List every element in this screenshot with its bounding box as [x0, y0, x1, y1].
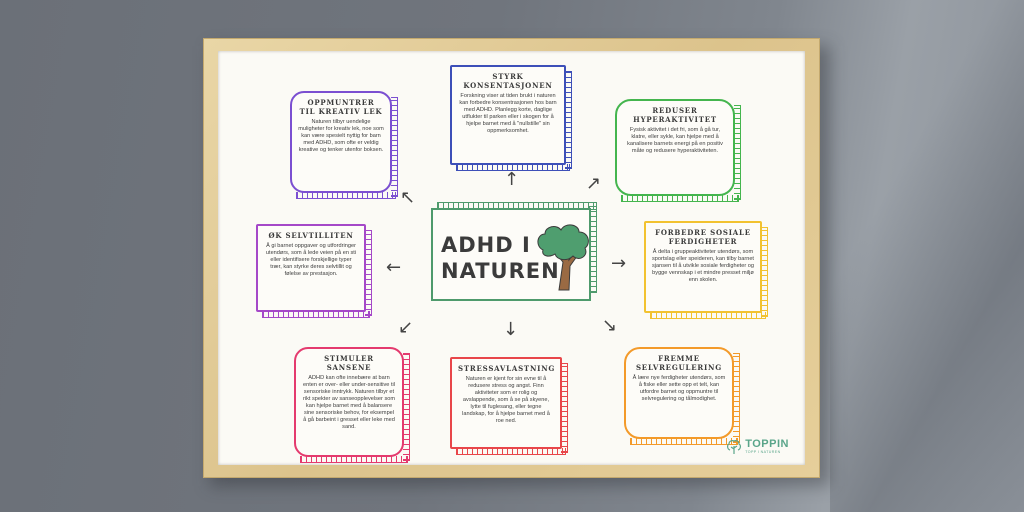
arrow-right-icon: →	[611, 253, 627, 274]
center-title-line2: NATUREN	[441, 259, 560, 283]
card-forbedre-sosiale-ferdigheter: Forbedre sosiale ferdigheter Å delta i g…	[644, 221, 768, 319]
card-ok-selvtilliten: Øk selvtilliten Å gi barnet oppgaver og …	[256, 224, 372, 318]
card-body: Forskning viser at tiden brukt i naturen…	[459, 93, 557, 134]
card-kreativ-lek: Oppmuntrer til kreativ lek Naturen tilby…	[290, 91, 398, 199]
wall-shadow	[830, 0, 1024, 512]
tree-icon	[537, 224, 589, 291]
card-title: Oppmuntrer til kreativ lek	[299, 98, 383, 116]
card-body: ADHD kan ofte innebære at barn enten er …	[302, 375, 396, 430]
card-title: Øk selvtilliten	[268, 231, 354, 240]
arrow-up-left-icon: ↖	[400, 187, 416, 208]
logo-tagline: TOPP I NATUREN	[745, 450, 781, 454]
center-title-line1: ADHD I	[441, 233, 531, 257]
card-title: Stressavlastning	[458, 364, 556, 373]
card-body: Å delta i gruppeaktiviteter utendørs, so…	[652, 249, 754, 283]
arrow-up-icon: ↑	[504, 169, 520, 190]
arrow-down-left-icon: ↙	[398, 317, 414, 338]
card-title: Fremme selvregulering	[635, 354, 723, 372]
logo-name: TOPPIN	[745, 438, 789, 450]
center-title: ADHD I NATUREN	[441, 232, 560, 284]
card-fremme-selvregulering: Fremme selvregulering Å lære nye ferdigh…	[624, 347, 740, 445]
card-styrk-konsentrasjonen: Styrk konsentasjonen Forskning viser at …	[450, 65, 572, 171]
card-body: Å lære nye ferdigheter utendørs, som å f…	[632, 375, 726, 402]
toppin-logo: TOPPIN TOPP I NATUREN	[726, 439, 789, 455]
arrow-down-right-icon: ↘	[602, 315, 618, 336]
arrow-left-icon: ←	[386, 257, 402, 278]
card-stimuler-sansene: Stimuler sansene ADHD kan ofte innebære …	[294, 347, 410, 463]
card-body: Fysisk aktivitet i det fri, som å gå tur…	[627, 127, 723, 154]
arrow-down-icon: ↓	[503, 319, 519, 340]
card-title: Styrk konsentasjonen	[463, 72, 553, 90]
center-title-box: ADHD I NATUREN	[431, 202, 597, 301]
card-title: Reduser hyperaktivitet	[633, 106, 717, 124]
poster: Oppmuntrer til kreativ lek Naturen tilby…	[218, 51, 805, 465]
card-reduser-hyperaktivitet: Reduser hyperaktivitet Fysisk aktivitet …	[615, 99, 741, 202]
card-title: Forbedre sosiale ferdigheter	[655, 228, 751, 246]
card-body: Å gi barnet oppgaver og utfordringer ute…	[265, 243, 357, 277]
card-stressavlastning: Stressavlastning Naturen er kjent for si…	[450, 357, 568, 455]
wooden-frame: Oppmuntrer til kreativ lek Naturen tilby…	[203, 38, 820, 478]
tree-logo-icon	[727, 440, 742, 454]
card-body: Naturen tilbyr uendelige muligheter for …	[298, 119, 384, 153]
card-body: Naturen er kjent for sin evne til å redu…	[462, 376, 550, 424]
arrow-up-right-icon: ↗	[586, 173, 602, 194]
card-title: Stimuler sansene	[324, 354, 374, 372]
